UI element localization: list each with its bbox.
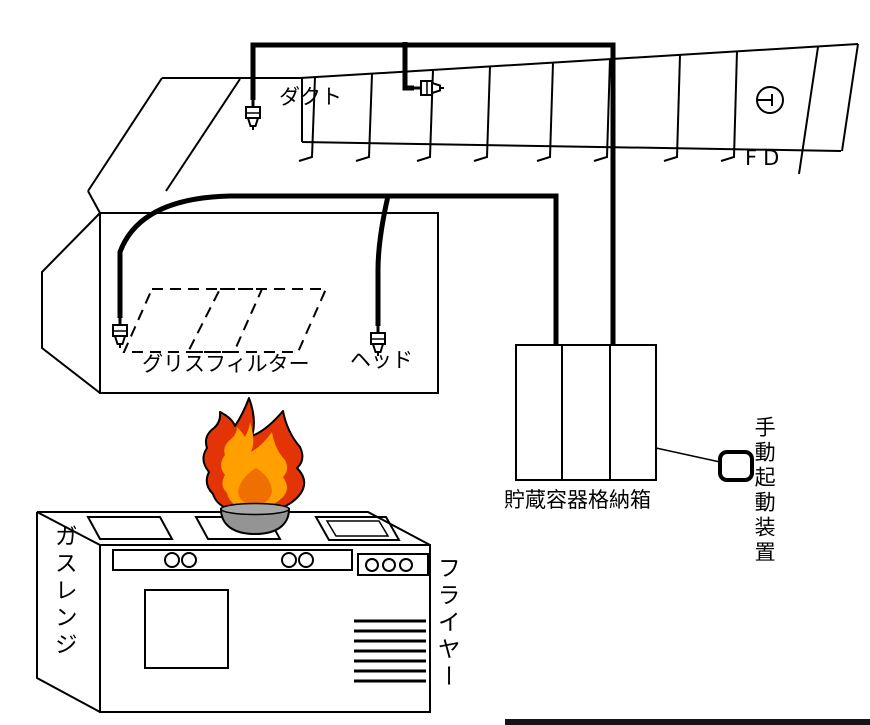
hood-nozzle-left-icon: [112, 318, 128, 348]
duct-supply-pipe: [250, 42, 616, 345]
hanger-bracket: [355, 73, 373, 162]
hanger-bracket: [593, 58, 611, 162]
storage-container-box: [515, 344, 657, 481]
device-cable: [655, 447, 721, 463]
bottom-border-artifact: [505, 719, 870, 725]
manual-device-label: 手動起動装置: [752, 416, 777, 566]
fire-damper-handle-icon: [756, 86, 784, 114]
gas-range: [36, 511, 431, 713]
flame-core: [238, 468, 272, 506]
fryer-knob: [399, 558, 413, 572]
fryer-knob: [382, 558, 396, 572]
oven-door: [144, 589, 229, 669]
exhaust-hood: [41, 212, 439, 394]
duct-label: ダクト: [279, 85, 342, 109]
device-button: [718, 450, 754, 482]
duct-bottom-edge: [301, 141, 842, 152]
nozzle-tip: [113, 335, 127, 345]
range-knob: [298, 552, 314, 568]
fryer-basket: [325, 520, 390, 537]
duct-elbow-outer: [87, 77, 163, 192]
gas-range-label: ガスレンジ: [50, 524, 77, 659]
range-front-face: [99, 544, 431, 713]
duct-hanger-brackets: [298, 50, 738, 162]
pot-rim: [220, 502, 290, 516]
range-left-face: [36, 512, 101, 713]
duct-top-edge: [162, 43, 859, 79]
hood-branch-pipe: [375, 195, 391, 326]
duct-nozzle-icon: [245, 100, 261, 130]
range-knob: [281, 552, 297, 568]
nozzles: [112, 80, 444, 356]
fire-flame: [202, 397, 306, 512]
head-label: ヘッド: [350, 348, 413, 372]
storage-box-outline: [515, 344, 657, 481]
hanger-bracket: [536, 62, 554, 162]
range-knob: [181, 552, 197, 568]
grease-filter-panel: [186, 288, 328, 353]
hanger-bracket: [473, 65, 491, 162]
storage-box-label: 貯蔵容器格納箱: [504, 488, 651, 512]
duct-branch-pipe: [402, 42, 414, 91]
duct-hood-connector: [87, 190, 101, 214]
grease-filter-label: グリスフィルター: [142, 352, 310, 376]
duct-side-nozzle-icon: [414, 80, 444, 96]
duct: [87, 43, 859, 214]
hood-left-face: [41, 212, 101, 394]
cooking-pot: [219, 502, 291, 536]
range-knob: [164, 552, 180, 568]
hanger-bracket: [663, 54, 681, 162]
hanger-bracket: [416, 69, 434, 162]
duct-elbow-inner: [165, 78, 241, 192]
fryer-knob: [365, 558, 379, 572]
hood-nozzle-right-icon: [370, 326, 386, 356]
hood-front-face: [99, 212, 439, 394]
hanger-bracket: [298, 76, 316, 162]
nozzle-tip: [431, 81, 441, 95]
fryer-control-panel: [357, 553, 429, 576]
duct-end-cap: [798, 46, 819, 175]
manual-activation-device: [655, 447, 754, 482]
burner-opening-left: [86, 516, 174, 540]
hanger-bracket: [720, 50, 738, 162]
nozzle-tip: [246, 117, 260, 127]
control-strip: [112, 549, 353, 571]
fd-label: FD: [745, 146, 786, 170]
agent-piping: [117, 42, 616, 345]
duct-end-cut: [841, 43, 859, 152]
fryer-opening: [314, 516, 401, 541]
fryer-label: フライヤー: [433, 556, 460, 691]
vent-louvers: [354, 619, 426, 683]
nozzle-tip: [371, 343, 385, 353]
hood-supply-pipe: [117, 193, 559, 345]
